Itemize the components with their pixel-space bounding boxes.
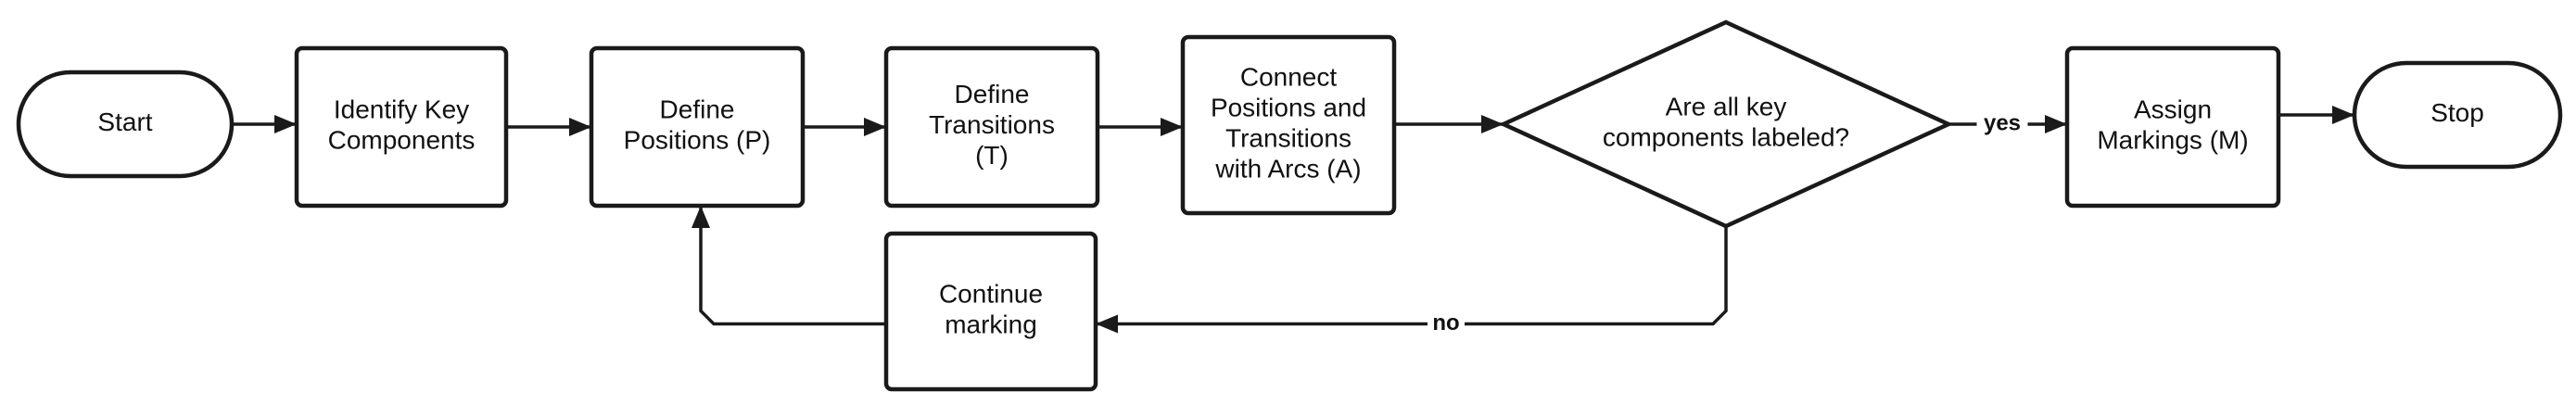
edge-identify-to-positions	[506, 118, 591, 136]
node-label-line: Assign	[2134, 95, 2212, 124]
node-label-line: Define	[660, 95, 735, 124]
edge-start-to-identify	[232, 115, 297, 133]
process-box	[2064, 45, 2281, 209]
node-label-line: Markings (M)	[2097, 126, 2248, 155]
node-label-line: Connect	[1240, 63, 1338, 92]
arrowhead	[569, 118, 591, 136]
node-label-line: marking	[945, 310, 1037, 339]
node-label-line: Start	[97, 108, 152, 136]
edge-label-background	[1428, 310, 1465, 337]
process-box	[294, 45, 509, 209]
node-label-line: with Arcs (A)	[1214, 155, 1361, 184]
arrowhead	[2332, 106, 2354, 124]
edge-connect-to-decision	[1394, 115, 1504, 133]
edge-continue-to-positions	[692, 206, 886, 326]
node-stop: Stop	[2352, 60, 2563, 170]
process-box	[1180, 34, 1397, 216]
edge-label-yes: yes	[1976, 110, 2028, 137]
edges-layer	[232, 106, 2354, 334]
node-label-line: Are all key	[1666, 93, 1787, 121]
node-label-line: Define	[955, 80, 1030, 108]
process-box	[589, 45, 806, 209]
node-label-line: Identify Key	[334, 95, 469, 124]
process-box	[883, 45, 1100, 209]
edge-label-background	[1976, 111, 2028, 137]
edge-transitions-to-connect	[1098, 118, 1183, 136]
terminal-shape	[16, 70, 235, 179]
arrowhead	[1161, 118, 1183, 136]
arrowhead	[2045, 115, 2067, 133]
node-label-line: Transitions	[1225, 124, 1351, 153]
node-label-line: Stop	[2430, 98, 2484, 127]
node-label-line: Transitions	[929, 110, 1055, 139]
arrowhead	[1481, 115, 1504, 133]
node-start: Start	[16, 70, 235, 179]
node-label-line: Positions and	[1211, 94, 1366, 122]
node-label-line: components labeled?	[1603, 123, 1849, 152]
node-label-line: (T)	[975, 141, 1009, 170]
connector-line	[699, 206, 886, 326]
node-label-line: Components	[328, 126, 476, 155]
terminal-shape	[2352, 60, 2563, 170]
arrowhead	[1096, 314, 1118, 334]
edge-label-text: yes	[1984, 110, 2021, 135]
decision-diamond	[1498, 19, 1954, 229]
connector-line	[1096, 226, 1728, 326]
arrowhead	[692, 206, 710, 228]
node-label: Stop	[2430, 98, 2484, 127]
edge-label-no: no	[1428, 310, 1465, 337]
node-label: Start	[97, 108, 152, 136]
node-label-line: Positions (P)	[624, 126, 771, 155]
arrowhead	[274, 115, 297, 133]
edge-labels-layer: yes no	[1428, 110, 2028, 337]
arrowhead	[864, 118, 886, 136]
edge-positions-to-transitions	[803, 118, 886, 136]
edge-label-text: no	[1432, 310, 1459, 335]
edge-markings-to-stop	[2278, 106, 2354, 124]
process-box	[883, 231, 1098, 392]
node-label-line: Continue	[939, 280, 1043, 309]
edge-decision-to-continue	[1096, 226, 1728, 334]
